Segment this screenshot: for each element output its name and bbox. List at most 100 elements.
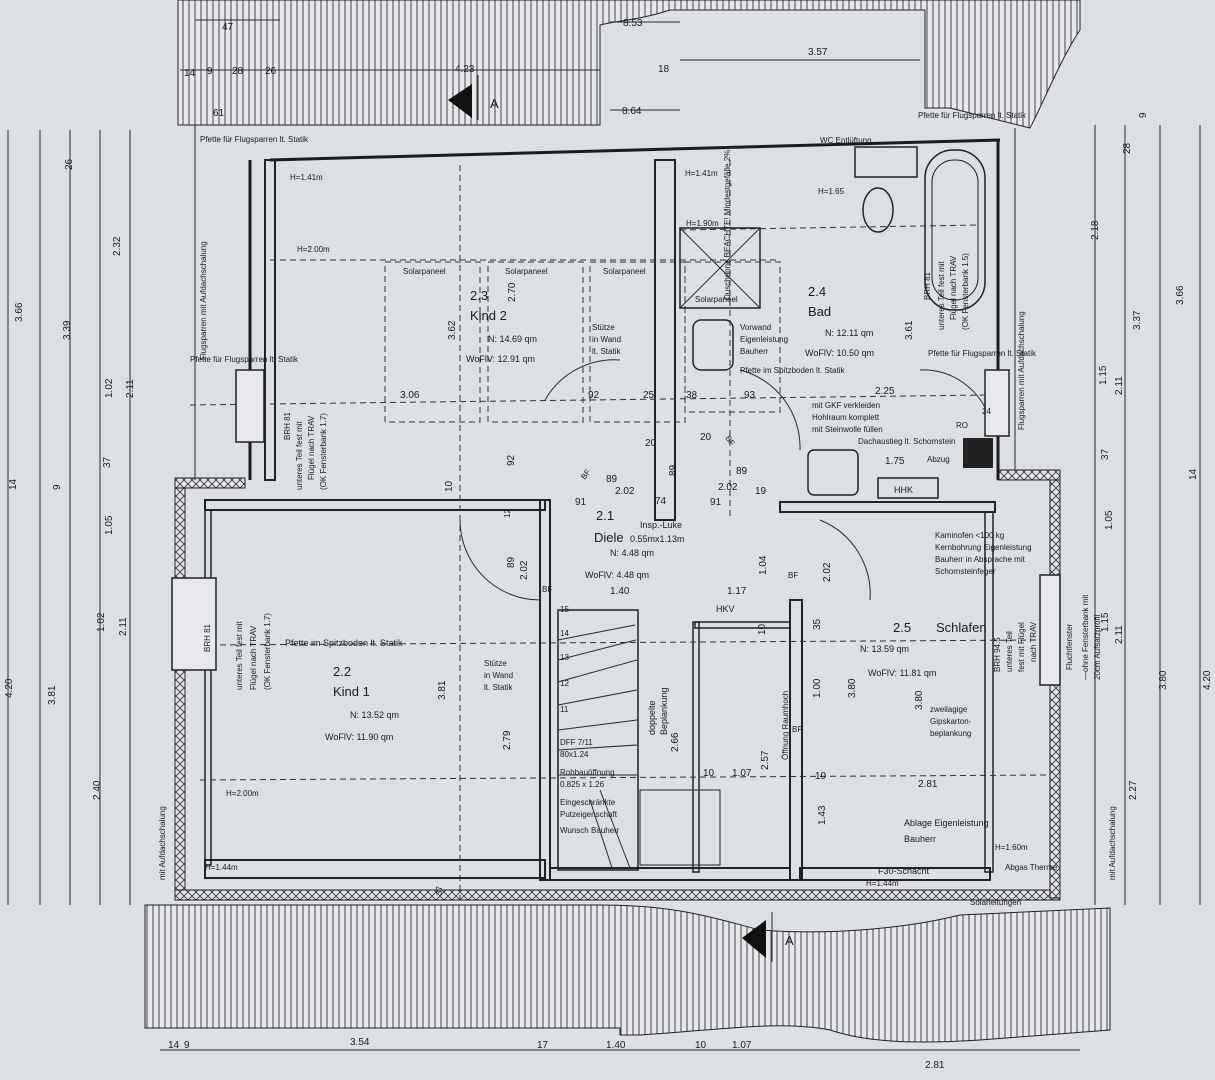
solar-label-4: Solarpaneel	[695, 295, 738, 304]
pfette-flug-top-right: Pfette für Flugsparren lt. Statik	[918, 111, 1027, 120]
stair-note-4: 0.825 x 1.26	[560, 780, 605, 789]
height-144-b: H=1.44m	[866, 879, 899, 888]
dim-right-10: 3.80	[1158, 670, 1169, 690]
fensterbank-note-2: 20cm Aufsatzprofil	[1093, 614, 1102, 680]
kamin-2: Kernbohrung Eigenleistung	[935, 543, 1032, 552]
dim-202a: 2.02	[615, 486, 635, 497]
stair-note-5: Eingeschränkte	[560, 798, 616, 807]
dim-right-13: 28	[1122, 142, 1133, 154]
bad-number: 2.4	[808, 284, 826, 299]
dim-306: 3.06	[400, 390, 420, 401]
dim-25: 25	[643, 390, 655, 401]
dim-left-15: 26	[64, 158, 75, 170]
dim-left-1: 3.66	[14, 302, 25, 322]
dim-right-11: 4.20	[1202, 670, 1213, 690]
dachaust-label: Dachaustieg lt. Schornstein	[858, 437, 955, 446]
dim-left-10: 4.20	[4, 678, 15, 698]
height-165: H=1.65	[818, 187, 845, 196]
brh-schlaf: BRH 94.5	[993, 637, 1002, 672]
dim-117: 1.17	[727, 586, 747, 597]
dim-19: 19	[755, 486, 767, 497]
pfette-spitz-mid: Pfette im Spitzboden lt. Statik	[285, 638, 403, 648]
dim-89b: 89	[736, 466, 748, 477]
kind2-name: Kind 2	[470, 308, 507, 323]
dim-381: 3.81	[437, 680, 448, 700]
height-141-b: H=1.41m	[685, 169, 718, 178]
dim-380a: 3.80	[847, 678, 858, 698]
dim-right-12: 2.27	[1128, 780, 1139, 800]
gips-1: zweilagige	[930, 705, 968, 714]
dim-91a: 91	[575, 497, 587, 508]
vorwand-1: Vorwand	[740, 323, 771, 332]
bad-name: Bad	[808, 304, 831, 319]
doppelte-1: doppelte	[647, 700, 657, 735]
flugsparren-right-label: Flugsparren mit Aufdachschalung	[1017, 311, 1026, 430]
bf-label-2: BF	[788, 571, 798, 580]
dim-right-9: 2.11	[1114, 625, 1125, 644]
dim-right-2: 3.37	[1132, 310, 1143, 330]
stair-note-3: Rohbauöffnung	[560, 768, 615, 777]
therme-label: Abgas Therme	[1005, 863, 1058, 872]
dim-35: 35	[812, 618, 823, 630]
dim-89d: 89	[506, 556, 517, 568]
fenster-kind2-2: Flügel nach TRAV	[307, 415, 316, 480]
dim-20a: 20	[645, 438, 657, 449]
stair-step-15: 15	[560, 605, 569, 614]
solar-label-2: Solarpaneel	[505, 267, 548, 276]
bf-label-1: BF	[542, 585, 552, 594]
dim-361: 3.61	[904, 320, 915, 340]
schlafen-area: N: 13.59 qm	[860, 644, 909, 654]
fenster-schlaf-2: fest mit Flügel	[1017, 622, 1026, 672]
dim-93: 93	[744, 390, 756, 401]
gkf-3: mit Steinwolle füllen	[812, 425, 883, 434]
gips-2: Gipskarton-	[930, 717, 972, 726]
dim-left-5: 2.11	[125, 379, 136, 398]
windows	[171, 369, 1061, 686]
dim-91b: 91	[710, 497, 722, 508]
doppelte-2: Beplankung	[659, 687, 669, 735]
fenster-kind1-2: Flügel nach TRAV	[249, 625, 258, 690]
dim-top-9: 61	[213, 108, 225, 119]
aufdach-left-label: mit Aufdachschalung	[158, 806, 167, 880]
kind1-area: N: 13.52 qm	[350, 710, 399, 720]
dim-10a: 10	[444, 480, 455, 492]
dim-257: 2.57	[760, 750, 771, 770]
stuetze-top-1: Stütze	[592, 323, 615, 332]
dim-bottom-6: 17	[537, 1040, 549, 1051]
dim-left-8: 1.02	[96, 612, 107, 632]
wc-label: WC Entlüftung	[820, 136, 872, 145]
dim-10c: 10	[815, 771, 827, 782]
pfette-spitz-top: Pfette im Spitzboden lt. Statik	[740, 366, 845, 375]
dim-89a: 89	[606, 474, 618, 485]
fenster-bad-3: (OK Fensterbank 1.5)	[961, 253, 970, 330]
dim-12b: 12	[503, 509, 512, 518]
dim-202b: 2.02	[718, 482, 738, 493]
diele-hatch: Insp.-Luke	[640, 520, 682, 530]
dim-top-1: 8.53	[623, 18, 643, 29]
f30-label: F30-Schacht	[878, 866, 930, 876]
dim-right-5: 2.11	[1114, 376, 1125, 395]
stuetze-mid-2: in Wand	[484, 671, 513, 680]
schlafen-name: Schlafen	[936, 620, 987, 635]
gkf-2: Hohlraum komplett	[812, 413, 880, 422]
dim-281: 2.81	[918, 779, 938, 790]
fenster-kind2-1: unteres Teil fest mit	[295, 420, 304, 490]
stuetze-top-3: lt. Statik	[592, 347, 621, 356]
kamin-3: Bauherr in Absprache mit	[935, 555, 1026, 564]
dim-bottom-8: 9	[184, 1040, 190, 1051]
fenster-kind1-1: unteres Teil fest mit	[235, 620, 244, 690]
dim-left-3: 2.32	[112, 236, 123, 256]
outer-walls	[174, 125, 1061, 901]
dim-left-12: 2.40	[92, 780, 103, 800]
hhk-label: HHK	[894, 485, 913, 495]
dim-104: 1.04	[758, 555, 769, 575]
stair-step-14: 14	[560, 629, 569, 638]
dim-left-11: 3.81	[47, 685, 58, 705]
section-label-top: A	[490, 96, 499, 111]
dim-10d: 10	[757, 623, 768, 635]
solarleitungen-label: Solarleitungen	[970, 898, 1021, 907]
height-200-b: H=2.00m	[226, 789, 259, 798]
dim-bottom-1: 3.54	[350, 1037, 370, 1048]
stair-step-12: 12	[560, 679, 569, 688]
